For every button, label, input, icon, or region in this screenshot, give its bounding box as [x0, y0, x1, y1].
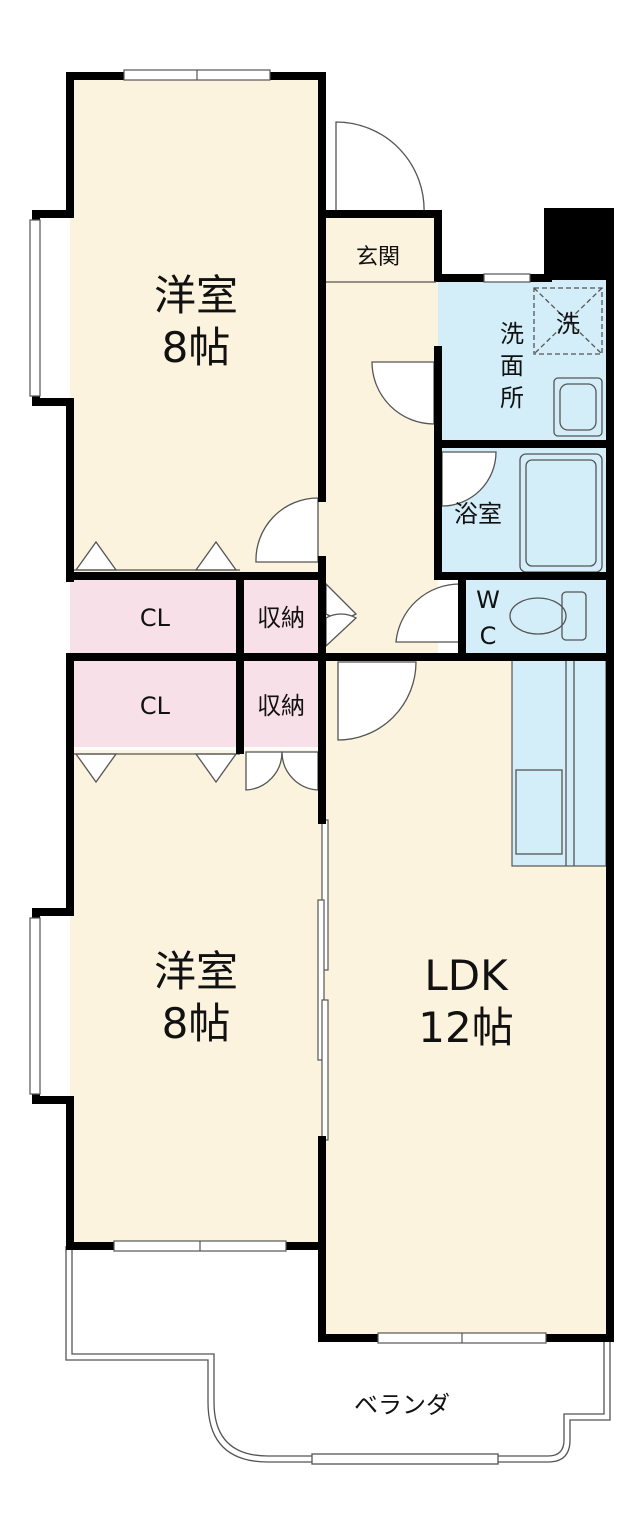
- washroom-label-3: 所: [500, 384, 524, 412]
- western-room-top-size: 8帖: [162, 323, 231, 372]
- closet-folding-doors: [70, 540, 240, 784]
- kitchen-counter: [511, 659, 607, 867]
- closet-bottom-area: [70, 659, 240, 747]
- doors: [245, 121, 497, 791]
- toilet-tank: [561, 591, 587, 641]
- storage-top-area: [240, 578, 322, 656]
- washroom-door: [371, 361, 435, 425]
- wc-door: [395, 583, 461, 643]
- bath-door: [441, 451, 497, 507]
- wc-label-c: C: [480, 622, 497, 650]
- washer-label: 洗: [556, 310, 580, 338]
- closet-bottom-label: CL: [140, 692, 171, 720]
- western-room-bottom-area: [70, 750, 322, 1246]
- labels: 洋室 8帖 洋室 8帖 LDK 12帖 玄関 洗 面 所 洗 浴室 W C CL…: [140, 245, 580, 1419]
- storage-bottom-label: 収納: [257, 692, 305, 720]
- storage-top-label: 収納: [257, 604, 305, 632]
- entrance-label: 玄関: [356, 245, 400, 270]
- washer-pan: [533, 287, 603, 355]
- closet-top-area: [70, 578, 240, 656]
- ldk-size: 12帖: [418, 1003, 513, 1052]
- storage-bottom-area: [240, 659, 322, 747]
- ldk-name: LDK: [424, 951, 509, 1000]
- wc-label-w: W: [476, 586, 500, 614]
- hallway-area: [322, 214, 438, 660]
- western-room-top-name: 洋室: [154, 271, 238, 320]
- stove-outline: [515, 769, 563, 855]
- entrance-door: [335, 121, 425, 215]
- toilet-bowl: [509, 597, 567, 635]
- veranda-label: ベランダ: [354, 1391, 450, 1419]
- washroom-label-2: 面: [500, 352, 524, 380]
- western-room-bottom-size: 8帖: [162, 999, 231, 1048]
- washbasin: [553, 377, 603, 437]
- washroom-label-1: 洗: [500, 320, 524, 348]
- washroom-area: [438, 278, 610, 442]
- windows: [29, 69, 547, 1344]
- bathroom-label: 浴室: [454, 500, 502, 528]
- western-room-bottom-name: 洋室: [154, 947, 238, 996]
- wc-area: [462, 578, 610, 656]
- closet-top-label: CL: [140, 604, 171, 632]
- western-top-door: [255, 497, 319, 563]
- veranda: [65, 1246, 611, 1465]
- western-room-top-area: [70, 76, 322, 576]
- ldk-door: [337, 661, 417, 741]
